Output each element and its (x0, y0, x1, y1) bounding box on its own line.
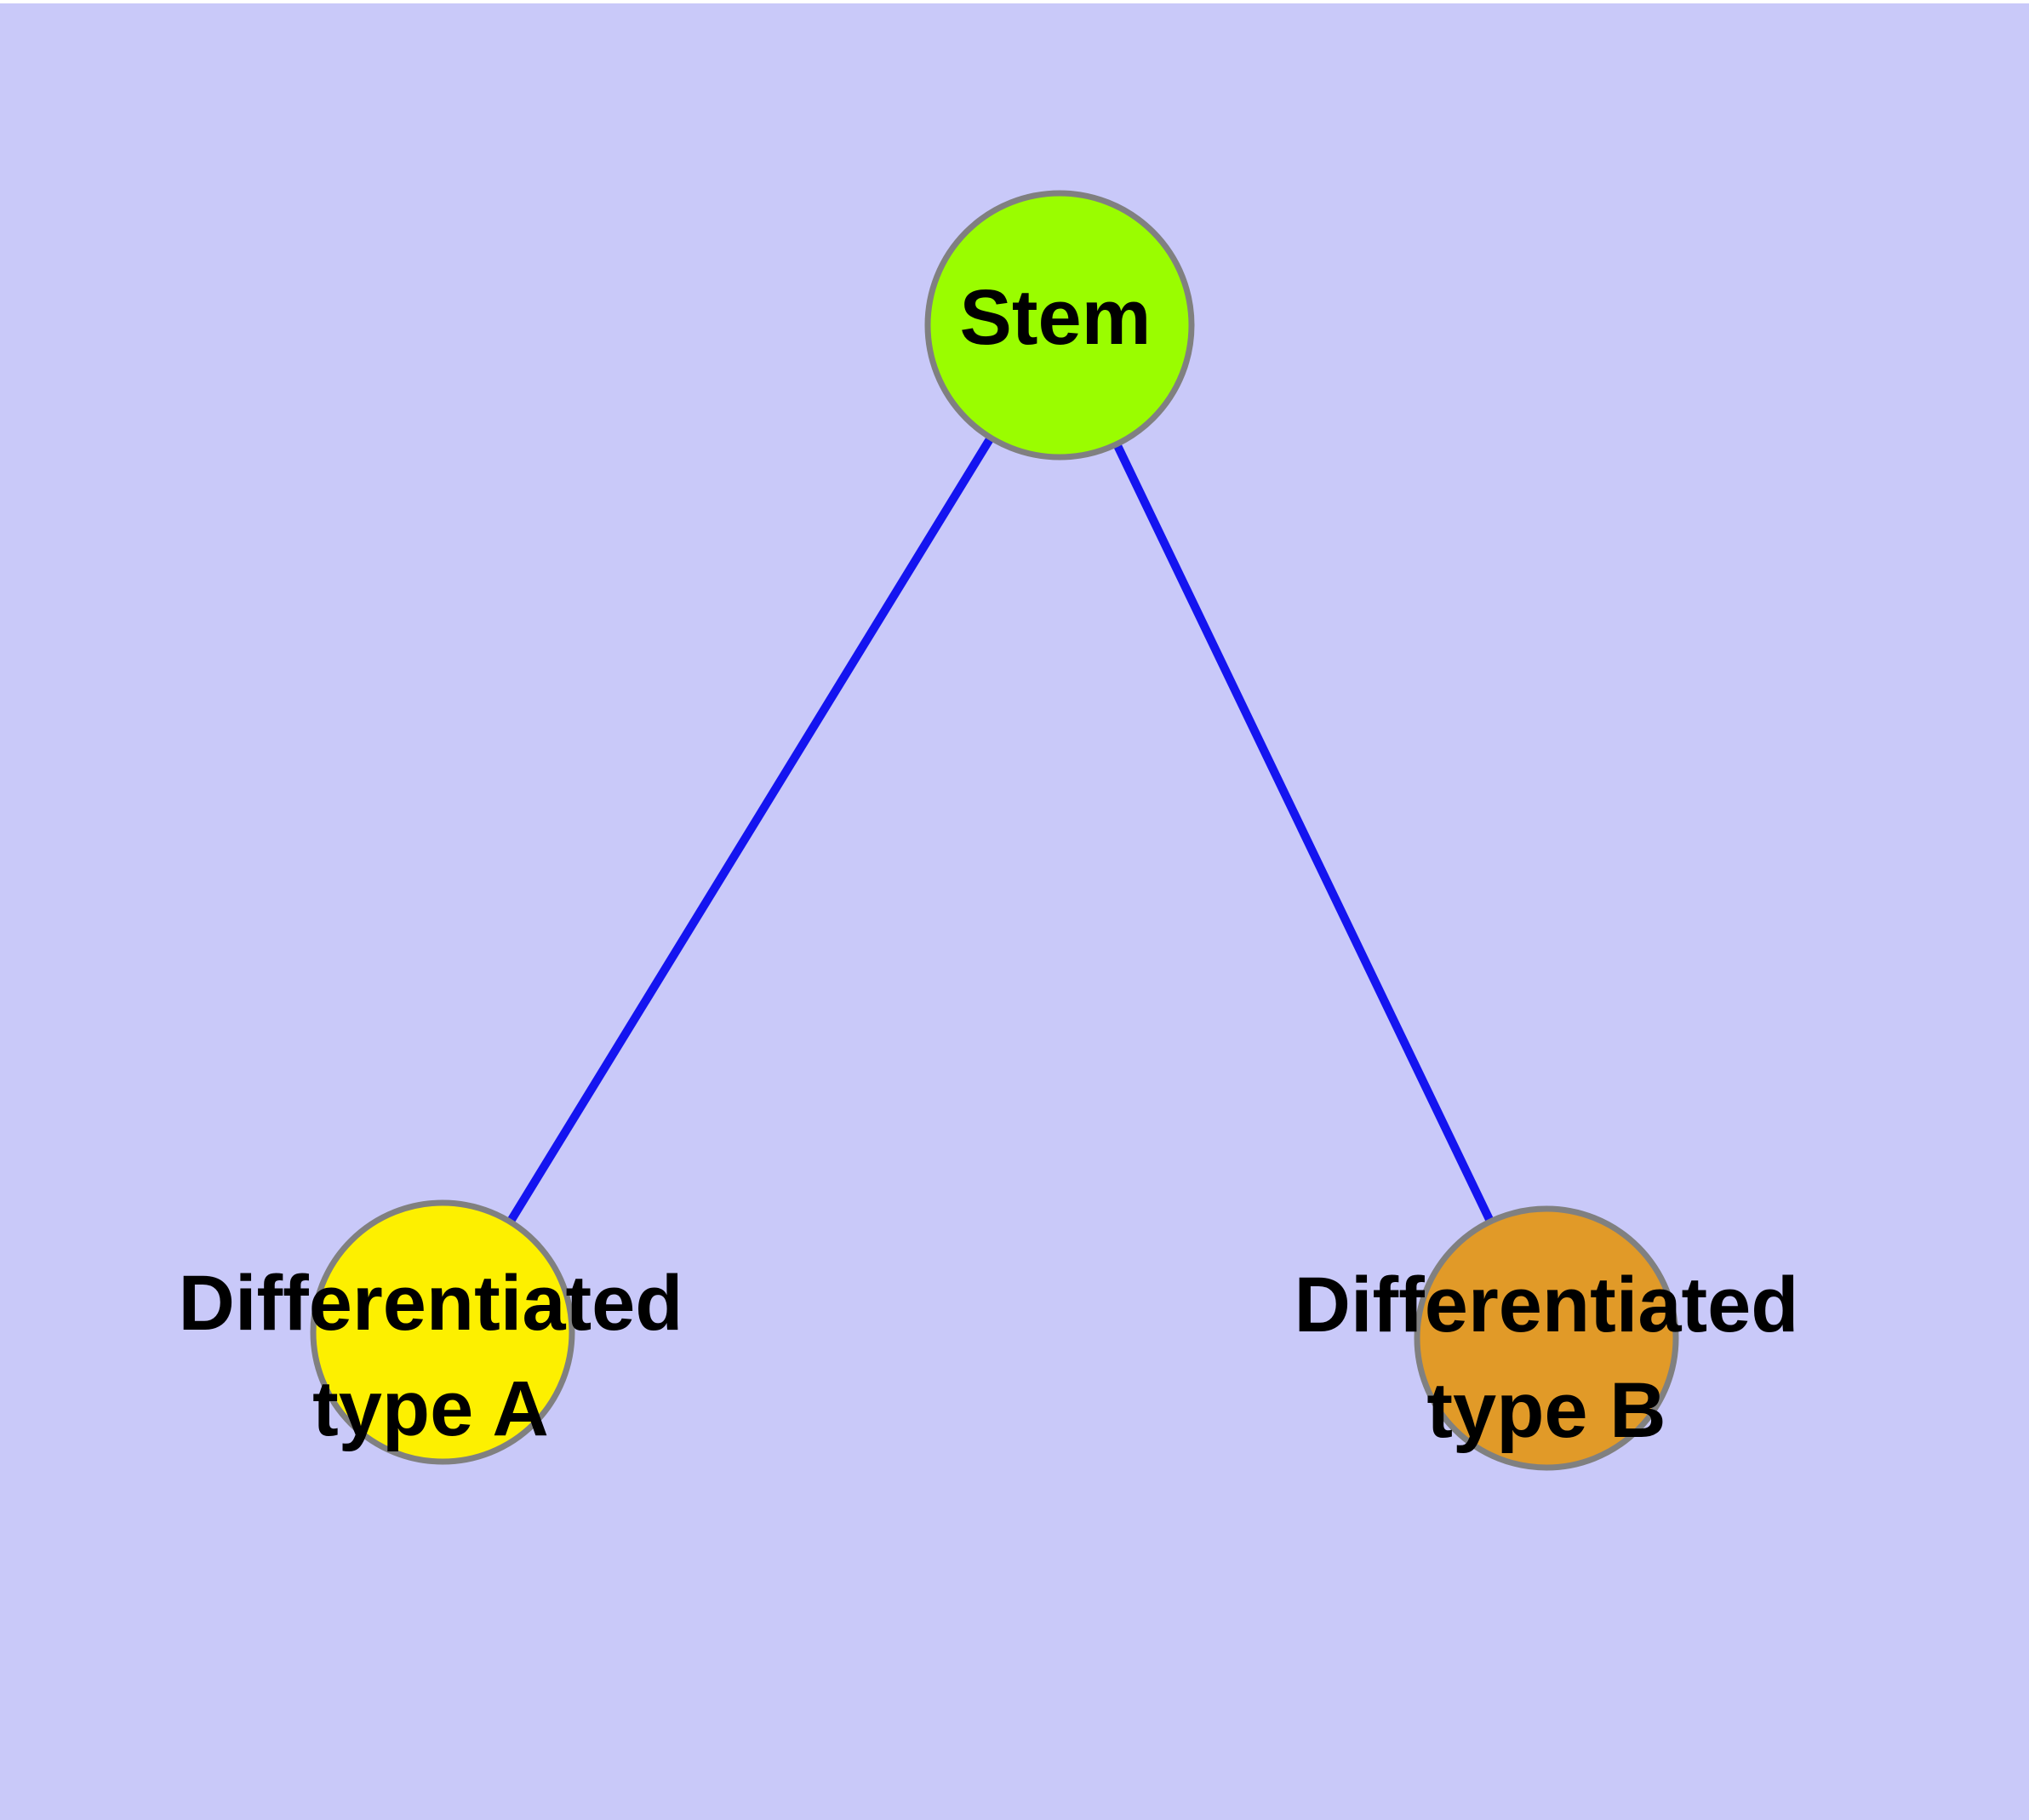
edge-stem-to-typeA (438, 323, 1064, 1335)
node-typeB-label-line2: type B (1426, 1367, 1666, 1454)
top-margin-strip (0, 0, 2029, 3)
node-typeA-label-line1: Differentiated (179, 1260, 683, 1347)
edge-stem-to-typeB (1055, 323, 1551, 1341)
node-stem: Stem (924, 190, 1195, 461)
diagram-canvas: Stem Differentiated type A Differentiate… (0, 3, 2029, 1820)
node-typeB-label-line1: Differentiated (1295, 1262, 1799, 1348)
node-typeA-circle (310, 1199, 575, 1465)
node-stem-label: Stem (960, 274, 1152, 361)
node-stem-circle (924, 190, 1195, 461)
node-differentiated-type-b: Differentiated type B (1295, 1205, 1799, 1471)
node-typeB-circle (1414, 1205, 1679, 1471)
node-differentiated-type-a: Differentiated type A (179, 1199, 683, 1465)
node-typeA-label-line2: type A (312, 1365, 549, 1452)
